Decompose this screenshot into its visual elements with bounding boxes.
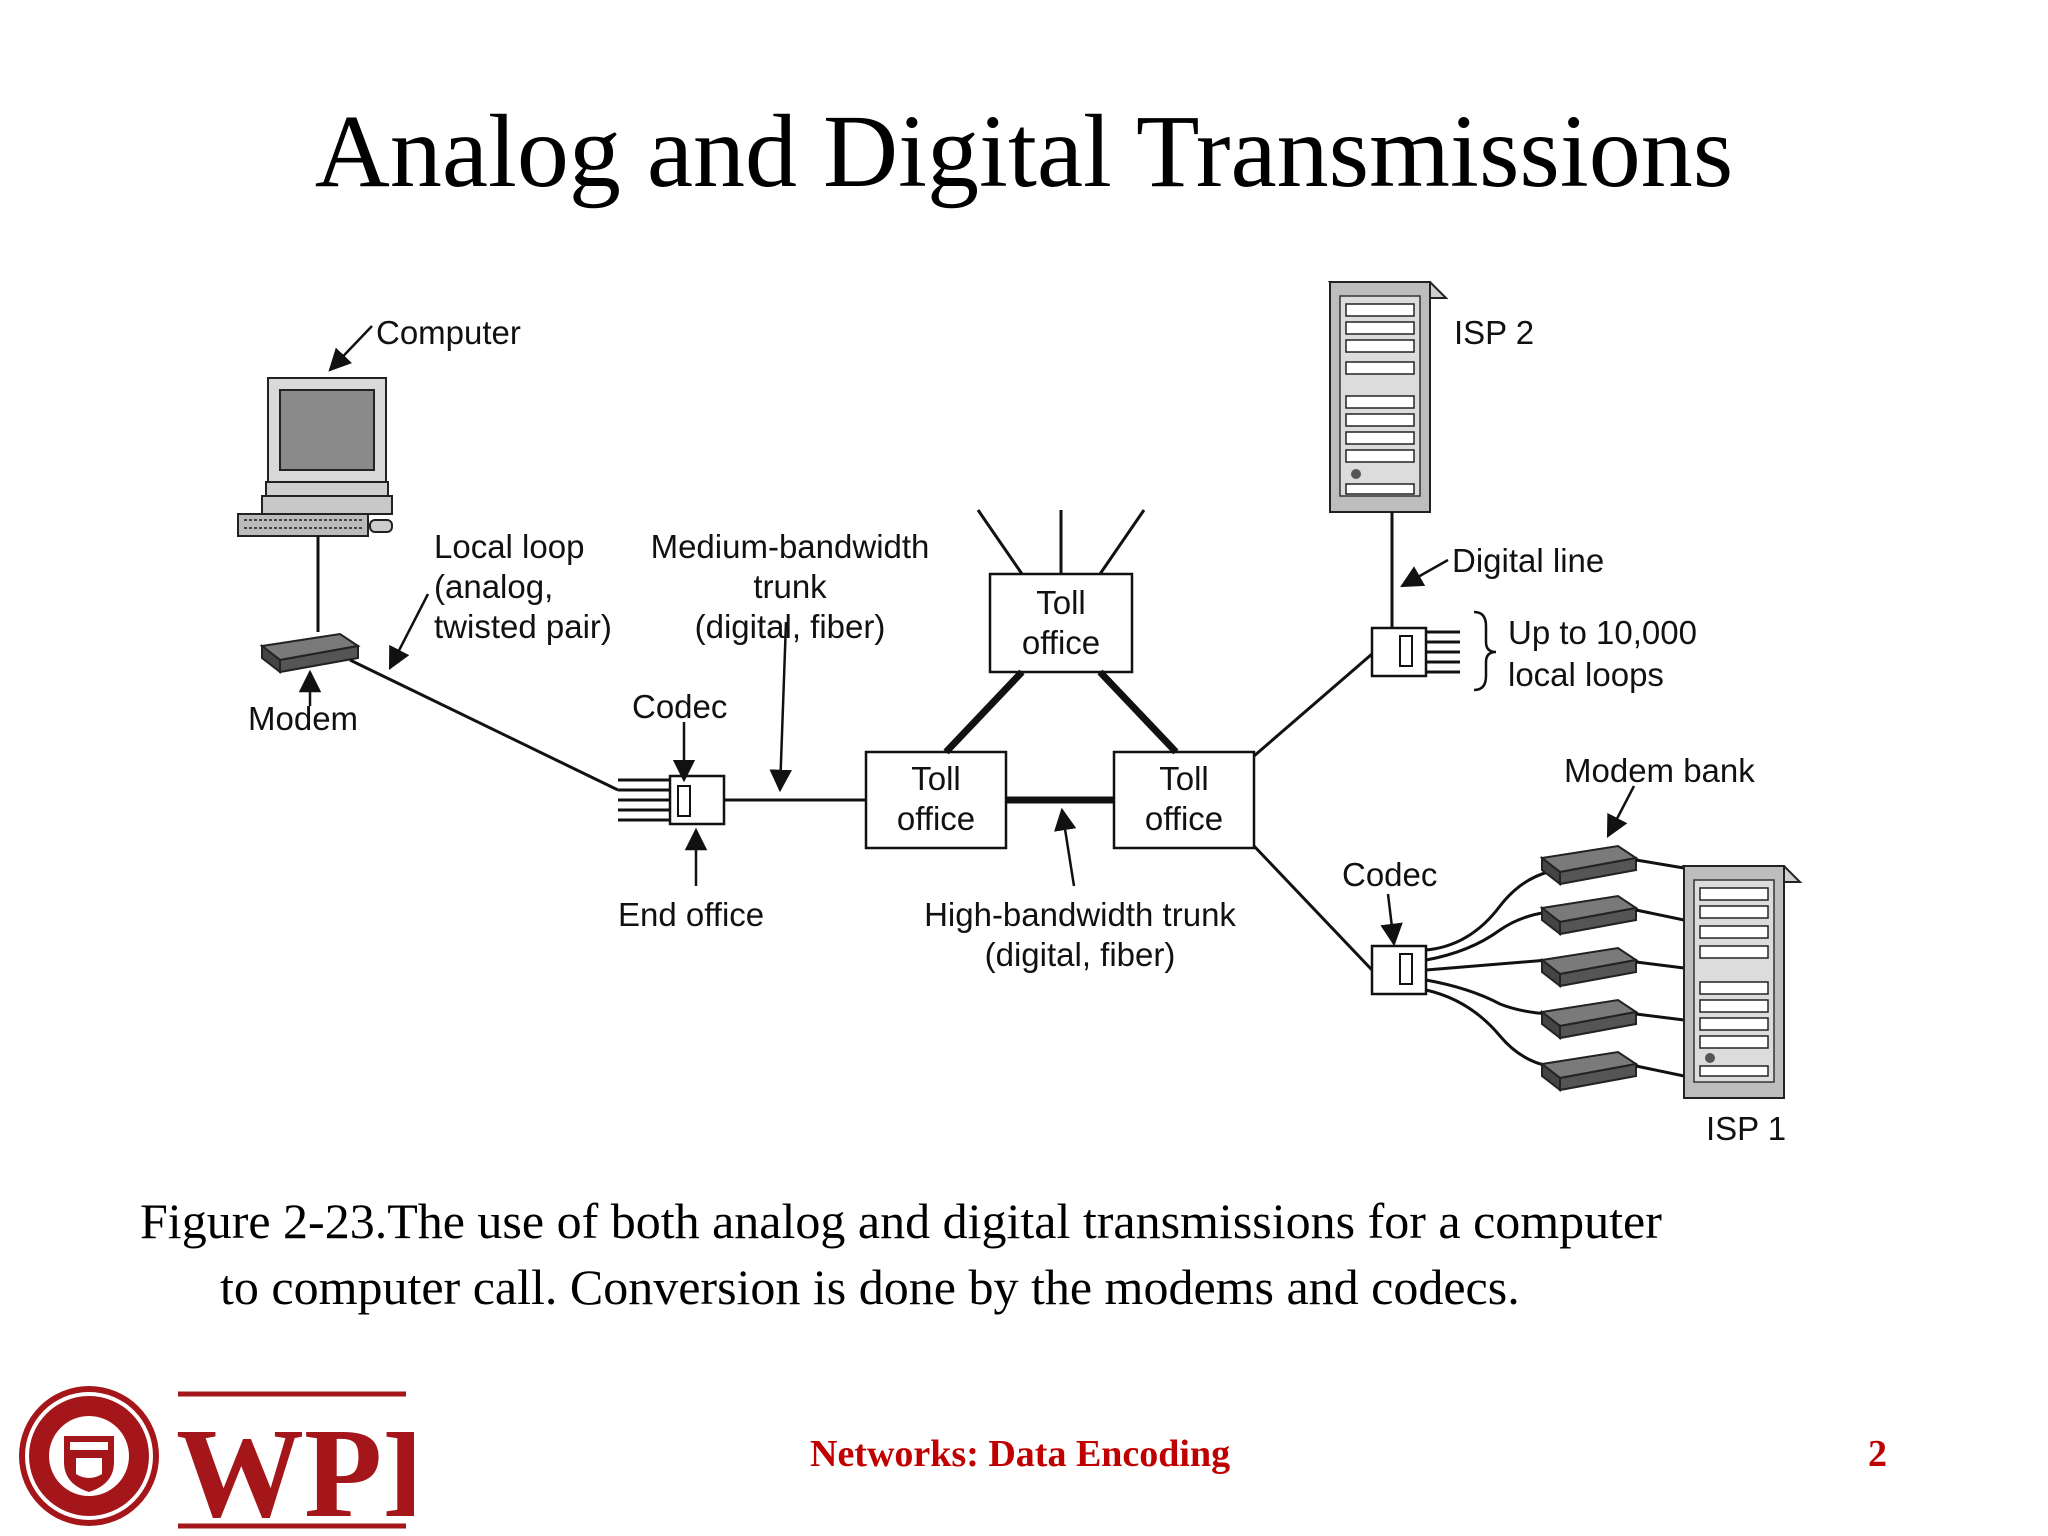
isp2-server-icon [1327,281,1449,513]
local-loop-twisted-label: twisted pair) [434,608,612,645]
local-loops-label: local loops [1508,656,1664,693]
wpi-logo-text: WPI [176,1402,414,1530]
end-office-codec-icon [618,774,726,826]
end-office-label: End office [618,896,764,933]
wpi-logo: WPI [19,1386,414,1530]
toll-office-left-label-2: office [897,800,975,837]
isp1-codec-icon [1370,944,1428,996]
isp2-label: ISP 2 [1454,314,1534,351]
digital-line-label: Digital line [1452,542,1604,579]
medium-trunk-label-2: trunk [753,568,827,605]
toll-office-right [1112,750,1256,850]
toll-office-right-label: Toll [1159,760,1209,797]
figure-caption: Figure 2-23.The use of both analog and d… [140,1188,1940,1320]
modem-icon [259,632,361,675]
brace-icon [1473,610,1497,692]
wpi-seal-icon [19,1386,159,1526]
local-loop-analog-label: (analog, [434,568,553,605]
modem-bank-label: Modem bank [1564,752,1755,789]
computer-icon [237,377,393,537]
codec-left-label: Codec [632,688,727,725]
page-number: 2 [1868,1433,1887,1475]
slide-title: Analog and Digital Transmissions [314,94,1734,209]
modem-label: Modem [248,700,358,737]
computer-label: Computer [376,314,521,351]
isp1-label: ISP 1 [1706,1110,1786,1147]
medium-trunk-label-3: (digital, fiber) [695,608,886,645]
isp1-server-icon [1681,865,1803,1099]
high-trunk-label: High-bandwidth trunk [924,896,1236,933]
toll-office-left-label: Toll [911,760,961,797]
caption-line-2: to computer call. Conversion is done by … [220,1259,1520,1315]
toll-office-top-label-2: office [1022,624,1100,661]
local-loop-label: Local loop [434,528,584,565]
codec-right-label: Codec [1342,856,1437,893]
caption-line-1: Figure 2-23.The use of both analog and d… [140,1193,1662,1249]
toll-office-left [864,750,1008,850]
footer-title: Networks: Data Encoding [810,1433,1231,1475]
toll-office-right-label-2: office [1145,800,1223,837]
isp2-codec-icon [1370,626,1460,678]
medium-trunk-label: Medium-bandwidth [651,528,930,565]
high-trunk-label-2: (digital, fiber) [985,936,1176,973]
modem-bank-icon [1539,844,1639,1093]
up-to-label: Up to 10,000 [1508,614,1697,651]
toll-office-top-label: Toll [1036,584,1086,621]
